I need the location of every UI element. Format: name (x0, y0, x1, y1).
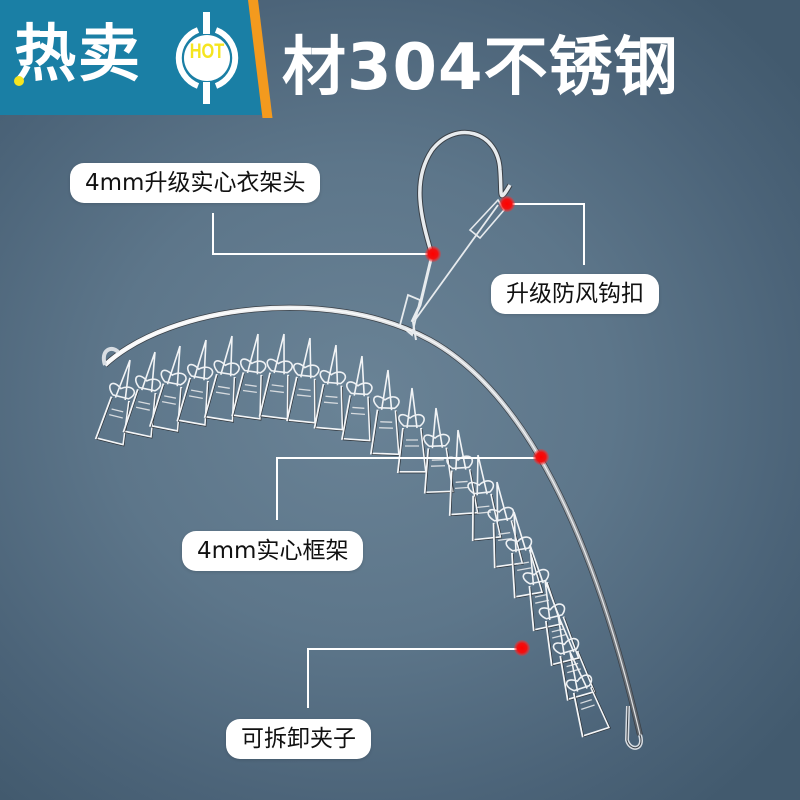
callout-clips: 可拆卸夹子 (226, 719, 371, 759)
callout-hanger-head: 4mm升级实心衣架头 (70, 163, 321, 203)
hot-icon (175, 12, 239, 104)
hot-text: HOT (189, 40, 225, 63)
callout-markers (425, 196, 549, 656)
hanger-hook (398, 129, 513, 341)
badge-label: 热卖 (14, 17, 143, 90)
badge-accent-dot (14, 76, 24, 86)
leader-lines (212, 203, 585, 708)
leader-line-hanger-head (212, 213, 432, 255)
marker-windproof-hook (499, 196, 515, 212)
hanger-frame (101, 304, 643, 750)
hot-sale-badge: 热卖 HOT (0, 0, 262, 115)
marker-clips (514, 640, 530, 656)
marker-frame (533, 449, 549, 465)
marker-hanger-head (425, 246, 441, 262)
callout-windproof-hook: 升级防风钩扣 (491, 274, 659, 314)
page-title: 材304不锈钢 (282, 31, 679, 105)
leader-line-frame (276, 457, 540, 520)
callout-frame: 4mm实心框架 (182, 531, 364, 571)
leader-line-clips (307, 648, 522, 708)
leader-line-windproof-hook (508, 203, 585, 265)
